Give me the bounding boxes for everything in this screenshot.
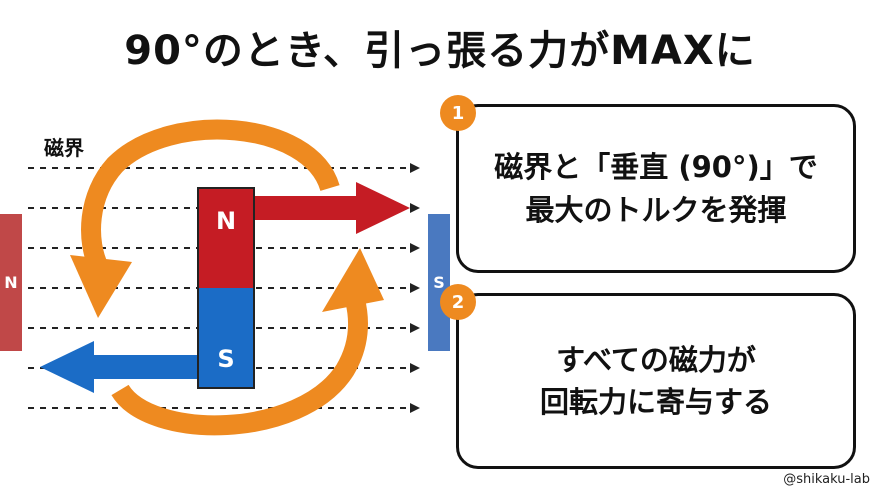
number-badge: 1 xyxy=(440,95,476,131)
rotation-arrow-lower xyxy=(111,248,384,436)
stator-north-pole: N xyxy=(0,214,22,351)
field-arrowheads xyxy=(410,163,420,413)
stator-south-pole: S xyxy=(428,214,450,351)
page-title: 90°のとき、引っ張る力がMAXに xyxy=(124,28,756,74)
force-arrow-south xyxy=(40,341,198,393)
rotor-north-pole: N xyxy=(197,187,255,288)
card-text: すべての磁力が 回転力に寄与する xyxy=(539,342,772,419)
rotor-south-pole: S xyxy=(197,288,255,389)
explanation-card-1: 磁界と「垂直 (90°)」で 最大のトルクを発揮 xyxy=(456,104,856,273)
force-arrow-north xyxy=(254,182,410,234)
credit-text: @shikaku-lab xyxy=(783,472,870,487)
magnetic-field-label: 磁界 xyxy=(44,136,84,160)
number-badge: 2 xyxy=(440,284,476,320)
rotation-arrow-upper xyxy=(70,119,340,318)
card-text: 磁界と「垂直 (90°)」で 最大のトルクを発揮 xyxy=(494,150,818,227)
explanation-card-2: すべての磁力が 回転力に寄与する xyxy=(456,293,856,469)
